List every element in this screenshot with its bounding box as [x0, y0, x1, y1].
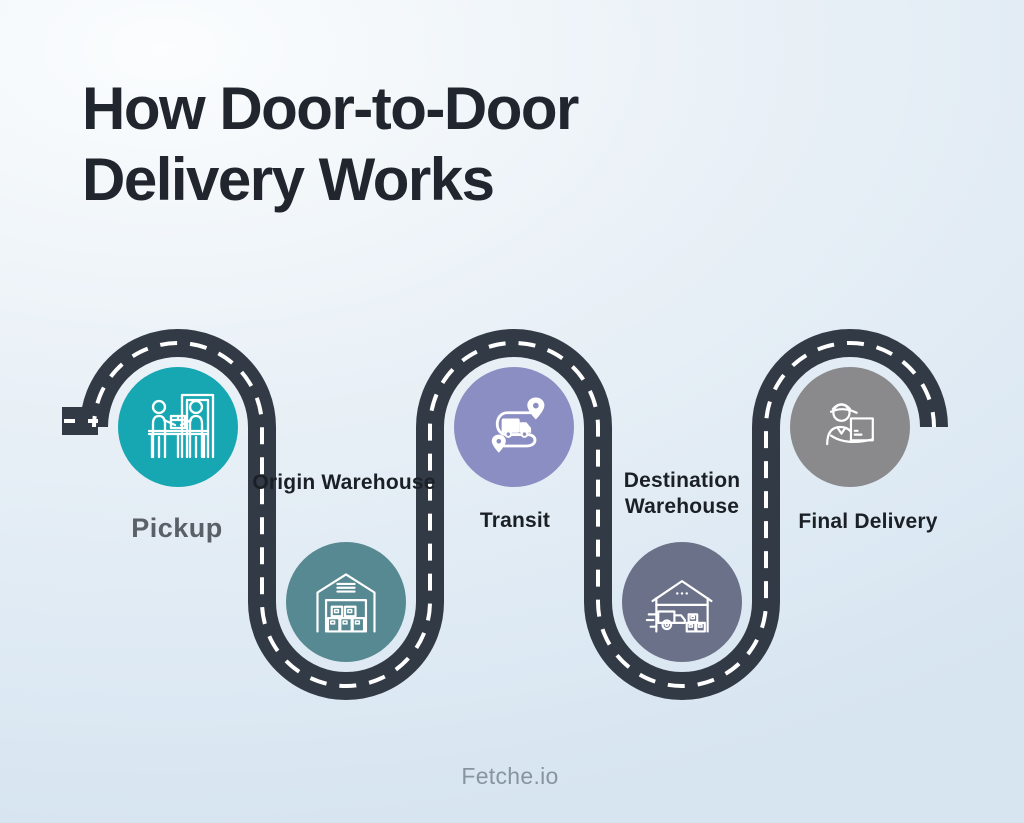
step-label-pickup: Pickup	[131, 513, 223, 543]
brand-logo-text: Fetche.io	[461, 763, 559, 789]
origin-warehouse-icon	[316, 573, 376, 633]
step-label-origin-warehouse: Origin Warehouse	[252, 471, 436, 494]
step-label-final-delivery: Final Delivery	[798, 510, 938, 533]
destination-warehouse-icon	[645, 580, 713, 633]
page-title-line-2: Delivery Works	[82, 145, 495, 213]
delivery-courier-icon	[826, 403, 874, 446]
page-title-line-1: How Door-to-Door	[82, 75, 579, 142]
transit-route-icon	[491, 397, 545, 453]
step-circle-destination-warehouse	[622, 542, 742, 662]
step-label-destination-warehouse: Destination Warehouse	[623, 469, 741, 519]
road-asphalt	[80, 329, 948, 700]
step-circle-origin-warehouse	[286, 542, 406, 662]
step-circle-final-delivery	[790, 367, 910, 487]
step-circle-pickup	[118, 367, 238, 487]
step-label-transit: Transit	[479, 509, 551, 532]
step-circle-transit	[454, 367, 574, 487]
page-title: How Door-to-Door Delivery Works	[82, 74, 579, 216]
pickup-handoff-icon	[147, 393, 215, 459]
